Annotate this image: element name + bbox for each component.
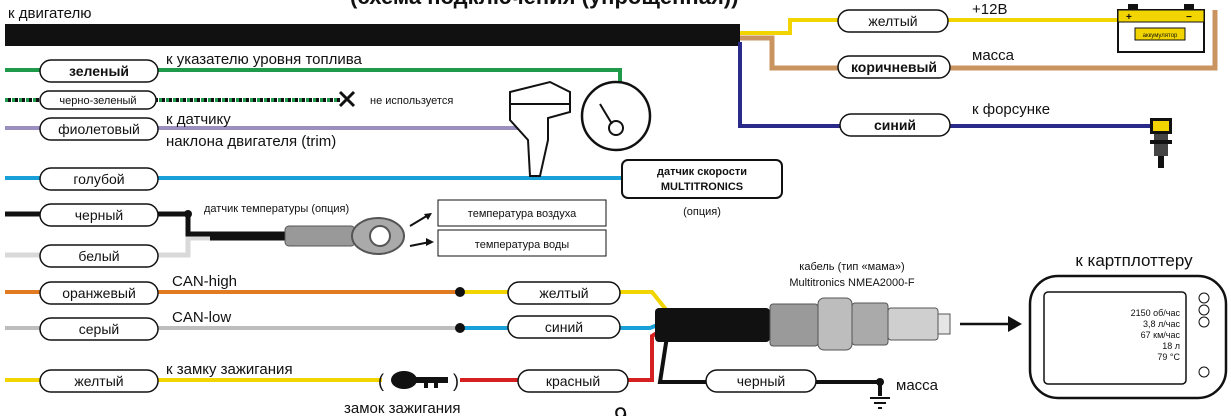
label-injector: к форсунке xyxy=(972,101,1050,118)
plotter-label: к картплоттеру xyxy=(1075,251,1193,270)
pill-gray: серый xyxy=(39,317,159,341)
speed-sensor-line1: датчик скорости xyxy=(657,166,747,178)
pill-violet: фиолетовый xyxy=(39,117,159,141)
wire-yellow-12v xyxy=(740,18,1118,35)
pill-brown xyxy=(837,55,951,79)
pill-orange: оранжевый xyxy=(39,281,159,305)
pill-violet-label: фиолетовый xyxy=(58,121,140,137)
pill-nmea-red-label: красный xyxy=(546,373,600,389)
plotter-reading-fuel: 18 л xyxy=(1162,341,1180,351)
pill-black: черный xyxy=(39,203,159,227)
wire-blue-injector xyxy=(738,42,1150,128)
svg-text:(: ( xyxy=(378,371,384,391)
bottom-partial-text: 9 xyxy=(614,403,627,416)
cable-label-1: кабель (тип «мама») xyxy=(799,261,904,273)
injector-icon xyxy=(1150,118,1172,168)
label-not-used: не используется xyxy=(370,95,453,107)
svg-text:): ) xyxy=(453,371,459,391)
pill-white: белый xyxy=(39,244,159,268)
ground-icon xyxy=(870,397,890,409)
pill-yellow-ign-label: желтый xyxy=(74,373,123,389)
label-12v: +12В xyxy=(972,1,1007,18)
temperature-sensor-icon xyxy=(284,217,405,255)
temp-sensor-label: датчик температуры (опция) xyxy=(204,203,349,215)
pill-white-label: белый xyxy=(78,248,119,264)
svg-text:−: − xyxy=(1186,12,1192,23)
fuel-gauge-icon xyxy=(580,80,652,152)
label-ground-bottom: масса xyxy=(896,377,939,394)
battery-label: аккумулятор xyxy=(1143,33,1178,39)
ignition-label: замок зажигания xyxy=(344,400,461,416)
pill-nmea-blue-label: синий xyxy=(545,319,583,335)
pill-nmea-black-label: черный xyxy=(737,373,785,389)
wire-brown-ground xyxy=(740,10,1218,71)
cable-label-2: Multitronics NMEA2000-F xyxy=(789,277,915,289)
pill-yellow xyxy=(837,9,949,33)
pill-green-label: зеленый xyxy=(69,63,129,79)
temp-option-air-box xyxy=(437,199,607,227)
plotter-reading-rpm: 2150 об/час xyxy=(1131,308,1181,318)
pill-nmea-blue: синий xyxy=(507,315,621,339)
pill-gray-label: серый xyxy=(79,321,119,337)
engine-cable xyxy=(5,24,740,46)
pill-nmea-yellow-label: желтый xyxy=(539,285,588,301)
label-can-high: CAN-high xyxy=(172,273,237,290)
pill-orange-label: оранжевый xyxy=(62,285,136,301)
battery-icon: + − аккумулятор xyxy=(1117,4,1205,53)
pill-brown-label: коричневый xyxy=(851,59,937,75)
pill-black-green-label: черно-зеленый xyxy=(59,95,136,107)
label-ignition: к замку зажигания xyxy=(166,361,293,378)
nmea-connector xyxy=(655,297,951,351)
pill-nmea-black: черный xyxy=(705,369,817,393)
svg-text:+: + xyxy=(1126,12,1132,23)
label-ground-top: масса xyxy=(972,47,1015,64)
engine-label: к двигателю xyxy=(8,5,92,22)
outboard-motor-icon xyxy=(509,80,571,177)
speed-sensor-line2: MULTITRONICS xyxy=(661,181,743,193)
pill-black-label: черный xyxy=(75,207,123,223)
pill-nmea-red: красный xyxy=(517,369,629,393)
cross-icon xyxy=(338,90,356,108)
pill-nmea-yellow: желтый xyxy=(507,281,621,305)
header-title: (схема подключения (упрощенная)) xyxy=(350,0,738,9)
label-trim-2: наклона двигателя (trim) xyxy=(166,133,336,150)
speed-sensor-box xyxy=(621,159,783,199)
plotter-reading-fuel-rate: 3,8 л/час xyxy=(1143,319,1180,329)
pill-yellow-label: желтый xyxy=(868,13,917,29)
pill-light-blue-label: голубой xyxy=(73,171,124,187)
temp-option-water: температура воды xyxy=(475,239,570,251)
pill-light-blue: голубой xyxy=(39,167,159,191)
key-icon: ( ) xyxy=(378,371,459,391)
pill-blue-injector-label: синий xyxy=(874,117,916,133)
wire-black-to-sensor xyxy=(185,214,285,237)
temp-option-air: температура воздуха xyxy=(468,208,577,220)
speed-sensor-note: (опция) xyxy=(683,206,721,218)
pill-yellow-ign: желтый xyxy=(39,369,159,393)
pill-green: зеленый xyxy=(39,59,159,83)
label-can-low: CAN-low xyxy=(172,309,231,326)
label-fuel-level: к указателю уровня топлива xyxy=(166,51,363,68)
pill-black-green: черно-зеленый xyxy=(39,90,157,110)
label-trim-1: к датчику xyxy=(166,111,231,128)
temp-option-water-box xyxy=(437,229,607,257)
plotter-reading-temp: 79 °C xyxy=(1157,352,1180,362)
chartplotter-icon xyxy=(1028,274,1228,400)
pill-blue-injector xyxy=(839,113,951,137)
plotter-reading-speed: 67 км/час xyxy=(1141,330,1181,340)
